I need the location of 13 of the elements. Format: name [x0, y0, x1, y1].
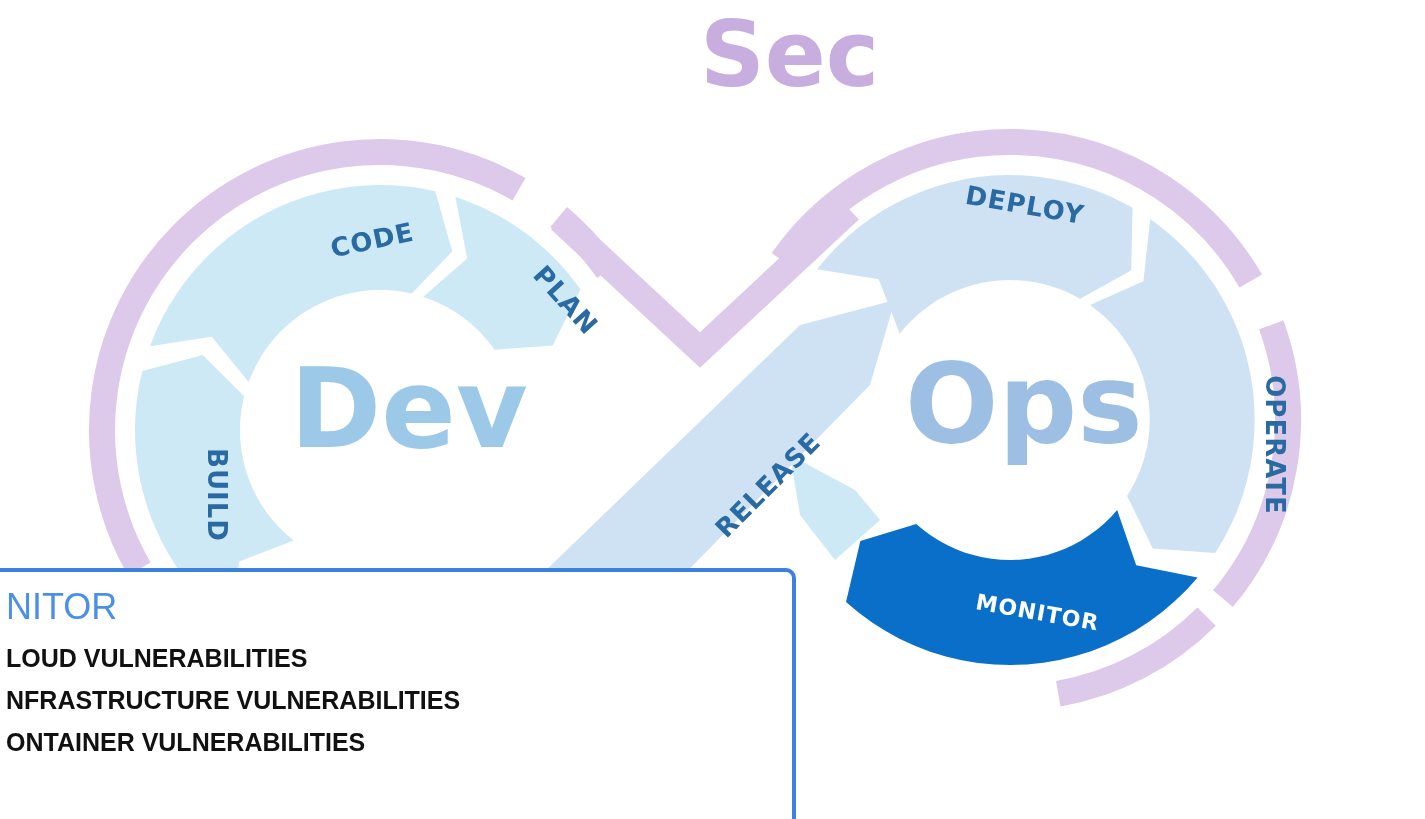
stage-label: MONITOR	[973, 589, 1102, 636]
stage-label: DEPLOY	[963, 179, 1087, 231]
watermark-word: Sec	[700, 2, 880, 107]
stage-label: CODE	[327, 216, 417, 264]
list-item: LOUD VULNERABILITIES	[6, 644, 308, 673]
stage-label: OPERATE	[1259, 375, 1290, 515]
list-item: ONTAINER VULNERABILITIES	[6, 728, 366, 757]
stage-label: BUILD	[201, 448, 232, 542]
watermark-word: Ops	[905, 340, 1143, 468]
watermark-word: Dev	[290, 345, 528, 473]
info-panel	[0, 568, 796, 819]
panel-heading: NITOR	[6, 586, 118, 628]
list-item: NFRASTRUCTURE VULNERABILITIES	[6, 686, 461, 715]
